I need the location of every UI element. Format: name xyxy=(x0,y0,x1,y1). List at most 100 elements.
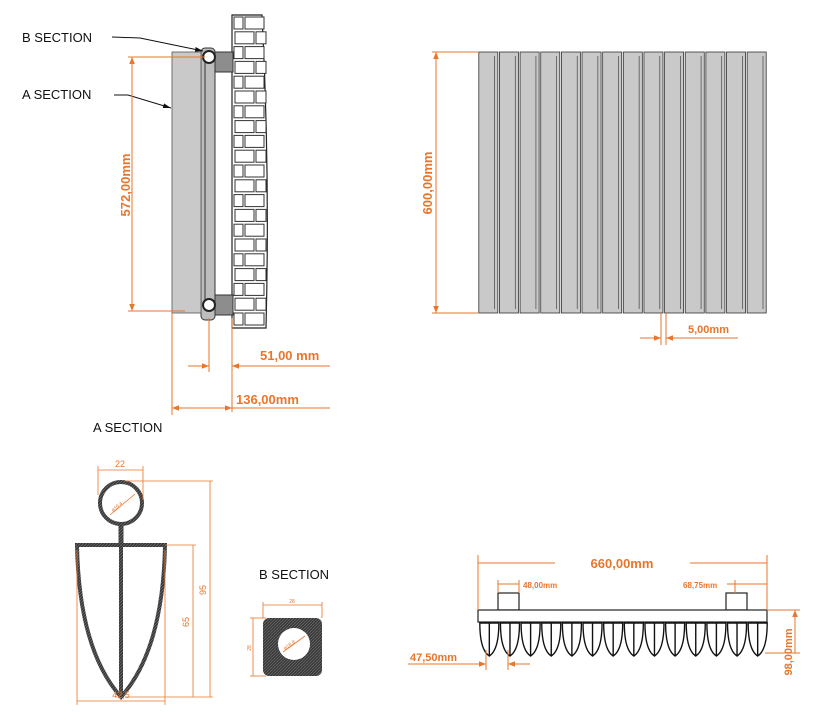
fin xyxy=(582,622,603,657)
height-572-dim: 572,00mm xyxy=(118,154,133,217)
brick xyxy=(233,312,244,326)
a-body-height-dim: 65 xyxy=(181,617,191,627)
brick xyxy=(234,120,255,134)
a-section-title: A SECTION xyxy=(93,420,162,435)
b-section-label: B SECTION xyxy=(22,30,92,45)
brick xyxy=(233,194,244,208)
brick xyxy=(255,268,267,282)
brick xyxy=(244,105,265,119)
brick xyxy=(233,134,244,148)
front-panel-bar xyxy=(540,51,561,314)
gap-5-dim: 5,00mm xyxy=(688,324,729,336)
brick xyxy=(255,31,267,45)
brick xyxy=(244,253,265,267)
fin xyxy=(520,622,541,657)
front-panel-bar xyxy=(519,51,540,314)
brick-wall xyxy=(231,14,268,329)
b-section-leader xyxy=(111,36,204,52)
brick xyxy=(255,90,267,104)
brick xyxy=(244,134,265,148)
brick xyxy=(234,90,255,104)
brick xyxy=(234,60,255,74)
brick xyxy=(233,16,244,30)
depth-136-dim: 136,00mm xyxy=(236,392,299,407)
front-panel-bar xyxy=(581,51,602,314)
fin xyxy=(726,622,748,657)
front-panel-bar xyxy=(684,51,705,314)
brick xyxy=(255,238,267,252)
brick xyxy=(233,282,244,296)
fin xyxy=(499,622,521,657)
front-panel-bar xyxy=(602,51,623,314)
brick xyxy=(233,105,244,119)
right-offset-68-dim: 68,75mm xyxy=(683,581,717,590)
front-panel-bar xyxy=(664,51,685,314)
header-pipe xyxy=(477,609,768,623)
front-view: 600,00mm 5,00mm xyxy=(420,51,767,345)
pipe-bottom xyxy=(202,298,216,312)
a-section-label: A SECTION xyxy=(22,87,91,102)
brick xyxy=(234,268,255,282)
fin xyxy=(664,622,686,657)
connector-left xyxy=(497,592,520,611)
brick xyxy=(234,297,255,311)
fin xyxy=(706,622,727,657)
fin xyxy=(602,622,624,657)
brick xyxy=(234,31,255,45)
brick xyxy=(244,46,265,60)
brick xyxy=(244,223,265,237)
front-panel-bar xyxy=(478,51,499,314)
pipe-frame xyxy=(200,47,216,321)
brick xyxy=(233,46,244,60)
brick xyxy=(255,149,267,163)
brick xyxy=(244,282,265,296)
brick xyxy=(233,223,244,237)
a-top-width-dim: 22 xyxy=(115,459,125,469)
front-panel-bar xyxy=(622,51,643,314)
side-view: B SECTION A SECTION 572,00mm 51,00 mm 13… xyxy=(22,14,330,415)
fin-pitch-47-dim: 47,50mm xyxy=(410,652,457,664)
brick xyxy=(255,60,267,74)
wall-bracket-top xyxy=(212,51,234,73)
a-body-width-dim: 42,5 xyxy=(112,690,130,700)
brick xyxy=(244,312,265,326)
a-section: A SECTION 22 ø19,4 95 65 42,5 xyxy=(74,420,213,705)
width-660-dim: 660,00mm xyxy=(591,556,654,571)
brick xyxy=(244,164,265,178)
brick xyxy=(234,238,255,252)
b-height-dim: 28 xyxy=(247,645,253,651)
brick xyxy=(255,179,267,193)
fin xyxy=(747,622,768,657)
front-panel-bar xyxy=(499,51,519,314)
height-600-dim: 600,00mm xyxy=(420,152,435,215)
fin xyxy=(685,622,706,657)
front-panels xyxy=(478,51,767,314)
brick xyxy=(233,75,244,89)
brick xyxy=(255,297,267,311)
brick xyxy=(233,164,244,178)
fin xyxy=(479,622,500,657)
a-total-height-dim: 95 xyxy=(198,585,208,595)
a-section-leader xyxy=(114,94,172,109)
brick xyxy=(244,16,265,30)
brick xyxy=(244,194,265,208)
brick xyxy=(234,179,255,193)
b-section-title: B SECTION xyxy=(259,567,329,582)
front-panel-bar xyxy=(746,51,767,314)
brick xyxy=(233,253,244,267)
b-section: B SECTION 28 28 ø18,8 xyxy=(247,567,329,677)
brick xyxy=(234,208,255,222)
brick xyxy=(255,208,267,222)
offset-51-dim: 51,00 mm xyxy=(260,348,319,363)
front-panel-bar xyxy=(643,51,664,314)
front-panel-bar xyxy=(726,51,746,314)
b-width-dim: 28 xyxy=(289,599,295,605)
fin xyxy=(541,622,562,657)
front-panel-bar xyxy=(560,51,581,314)
radiator-panel-side xyxy=(171,51,202,314)
fin xyxy=(561,622,583,657)
brick xyxy=(234,149,255,163)
depth-98-dim: 98,00mm xyxy=(783,628,795,675)
left-offset-48-dim: 48,00mm xyxy=(523,581,557,590)
fin xyxy=(623,622,645,657)
